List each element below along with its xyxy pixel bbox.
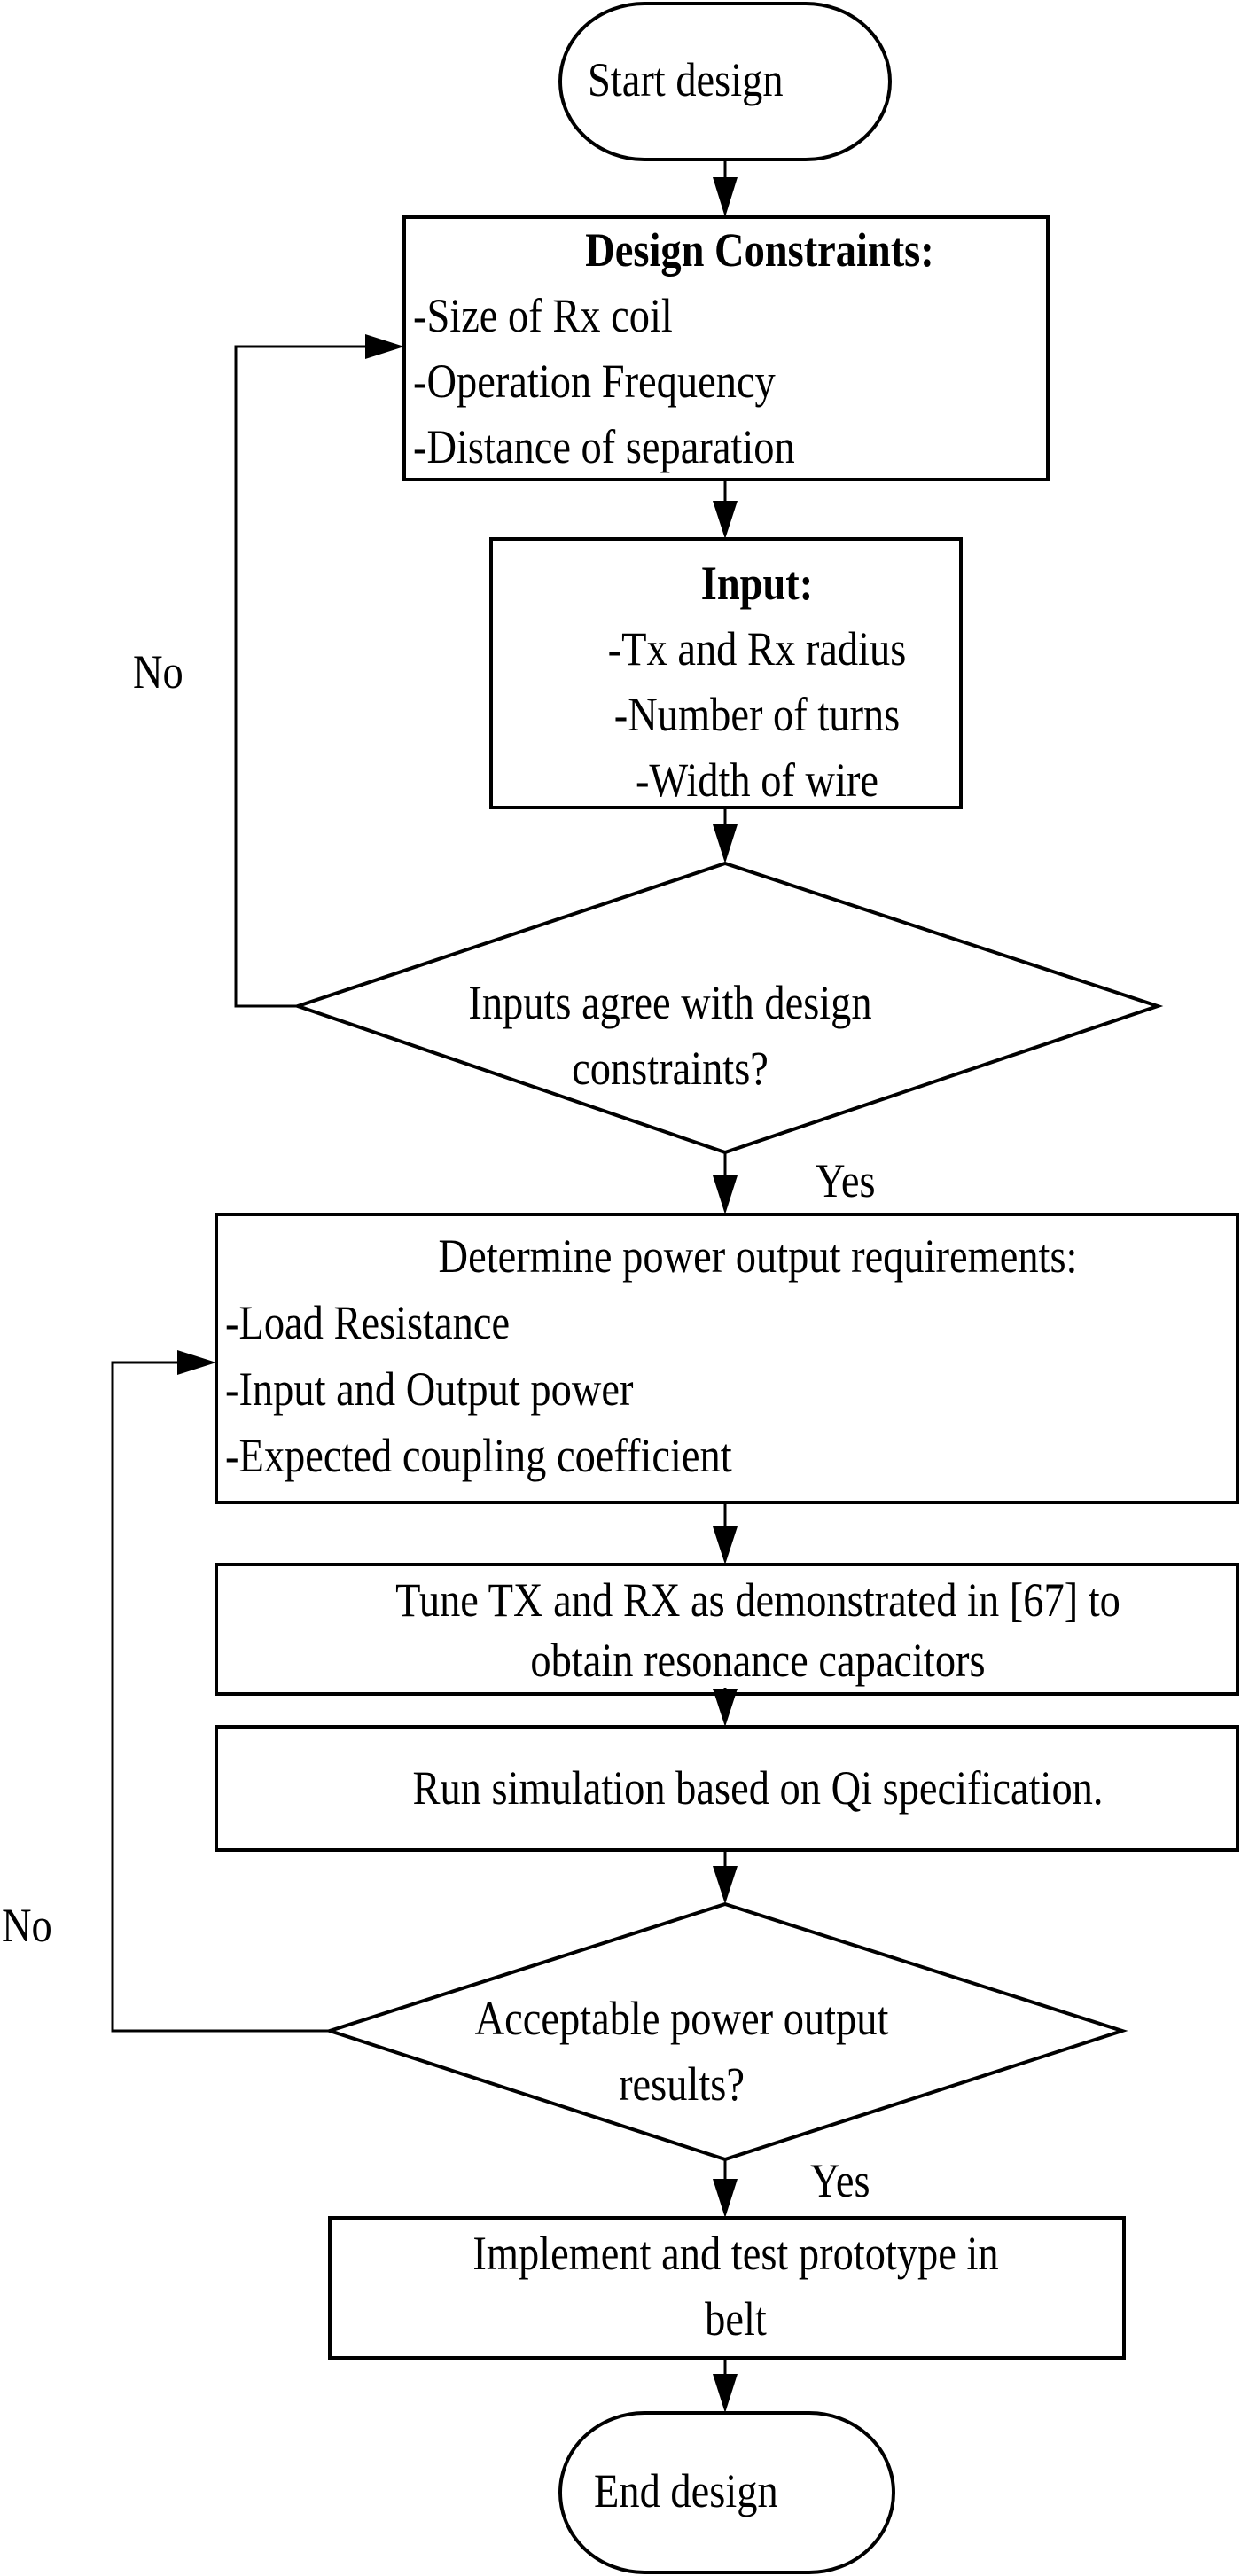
power-requirements-item: -Load Resistance xyxy=(225,1296,511,1349)
simulate-text: Run simulation based on Qi specification… xyxy=(412,1761,1104,1815)
arrow-decision2-yes xyxy=(713,2159,738,2218)
implement-text: Implement and test prototype in xyxy=(472,2227,999,2280)
arrow-start-to-constraints xyxy=(713,160,738,217)
decision1-no-label: No xyxy=(133,645,183,699)
arrow-decision2-no-loop xyxy=(111,1350,330,2033)
tune-text: Tune TX and RX as demonstrated in [67] t… xyxy=(395,1573,1121,1627)
implement-text: belt xyxy=(705,2292,768,2346)
constraints-item: -Operation Frequency xyxy=(413,355,776,408)
power-requirements-item: -Expected coupling coefficient xyxy=(225,1429,732,1482)
input-item: -Width of wire xyxy=(635,753,878,807)
arrow-decision1-no-loop xyxy=(234,334,404,1008)
tune-text: obtain resonance capacitors xyxy=(530,1634,986,1687)
arrow-decision1-yes xyxy=(713,1152,738,1214)
implement-box xyxy=(328,2216,1126,2360)
arrow-simulate-to-decision2 xyxy=(713,1850,738,1904)
arrow-tune-to-simulate xyxy=(713,1688,738,1727)
end-terminator xyxy=(558,2411,895,2574)
decision2-yes-label: Yes xyxy=(810,2154,870,2207)
decision2-text: Acceptable power output xyxy=(474,1992,889,2045)
end-label: End design xyxy=(594,2464,778,2517)
decision2-text: results? xyxy=(619,2057,745,2111)
decision2-no-label: No xyxy=(2,1899,52,1952)
power-requirements-item: -Input and Output power xyxy=(225,1362,634,1416)
input-title: Input: xyxy=(700,557,814,610)
start-label: Start design xyxy=(588,53,784,106)
decision1-text: Inputs agree with design xyxy=(468,976,872,1029)
input-item: -Number of turns xyxy=(613,688,901,741)
decision1-yes-label: Yes xyxy=(816,1154,876,1207)
constraints-item: -Size of Rx coil xyxy=(413,289,673,342)
simulate-box xyxy=(215,1725,1239,1852)
power-requirements-title: Determine power output requirements: xyxy=(438,1229,1078,1283)
arrow-input-to-decision1 xyxy=(713,808,738,863)
arrow-constraints-to-input xyxy=(713,480,738,539)
constraints-item: -Distance of separation xyxy=(413,420,795,473)
arrow-implement-to-end xyxy=(713,2358,738,2413)
constraints-title: Design Constraints: xyxy=(585,223,935,277)
input-item: -Tx and Rx radius xyxy=(607,622,907,675)
arrow-power-to-tune xyxy=(713,1503,738,1565)
power-requirements-box xyxy=(215,1213,1239,1504)
decision1-text: constraints? xyxy=(572,1042,769,1095)
